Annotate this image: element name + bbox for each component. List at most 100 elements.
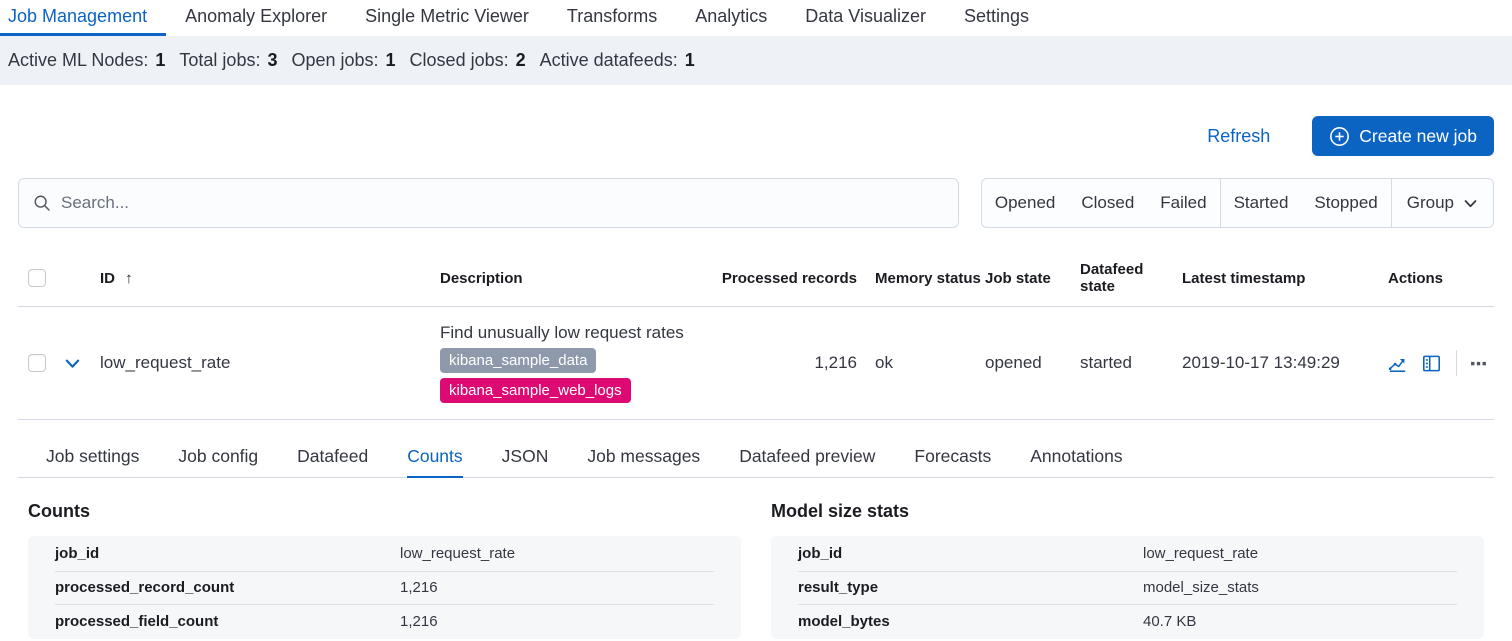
filter-stopped-button[interactable]: Stopped (1301, 179, 1390, 227)
counts-panel: job_id low_request_rate processed_record… (28, 536, 741, 639)
more-actions-button[interactable] (1470, 355, 1487, 372)
create-new-job-button[interactable]: Create new job (1312, 116, 1494, 156)
counts-row-job-id: job_id low_request_rate (55, 537, 714, 571)
stat-label: Closed jobs: (409, 50, 509, 70)
column-header-description: Description (440, 269, 523, 287)
filter-divider (1219, 179, 1221, 227)
job-filter-group: Opened Closed Failed Started Stopped Gro… (980, 178, 1494, 228)
column-header-actions: Actions (1388, 269, 1444, 287)
column-header-memory-status: Memory status (875, 269, 981, 287)
stat-closed-jobs: Closed jobs: 2 (410, 50, 526, 71)
kv-value: model_size_stats (1143, 579, 1259, 597)
tab-annotations[interactable]: Annotations (1030, 445, 1123, 466)
job-state-cell: opened (985, 353, 1042, 372)
refresh-button[interactable]: Refresh (1207, 125, 1271, 146)
stat-open-jobs: Open jobs: 1 (291, 50, 395, 71)
group-badge-kibana-sample-web-logs[interactable]: kibana_sample_web_logs (440, 378, 631, 403)
counts-column: Counts job_id low_request_rate processed… (28, 501, 741, 639)
search-filter-row: Opened Closed Failed Started Stopped Gro… (18, 178, 1494, 228)
nav-tab-analytics[interactable]: Analytics (695, 6, 768, 26)
processed-records-cell: 1,216 (814, 353, 857, 372)
nav-tab-data-visualizer[interactable]: Data Visualizer (805, 6, 926, 26)
metric-chart-icon (1388, 358, 1406, 372)
nav-tab-settings[interactable]: Settings (964, 6, 1030, 26)
group-filter-dropdown[interactable]: Group (1392, 179, 1493, 227)
stat-value: 1 (155, 50, 166, 70)
kv-key: result_type (798, 579, 879, 597)
open-in-anomaly-explorer-button[interactable] (1422, 354, 1441, 373)
model-size-stats-panel: job_id low_request_rate result_type mode… (771, 536, 1484, 639)
memory-status-cell: ok (875, 353, 893, 372)
model-row-result-type: result_type model_size_stats (798, 570, 1457, 605)
kv-value: low_request_rate (1143, 545, 1259, 563)
tab-forecasts[interactable]: Forecasts (914, 445, 992, 466)
jobs-table-header: ID ↑ Description Processed records Memor… (18, 250, 1494, 307)
tab-job-settings[interactable]: Job settings (46, 445, 140, 466)
stat-label: Active ML Nodes: (8, 50, 149, 70)
latest-timestamp-cell: 2019-10-17 13:49:29 (1182, 353, 1340, 372)
model-row-model-bytes: model_bytes 40.7 KB (798, 604, 1457, 638)
stat-active-datafeeds: Active datafeeds: 1 (540, 50, 695, 71)
column-header-latest-timestamp: Latest timestamp (1182, 269, 1306, 287)
kv-value: 1,216 (400, 579, 438, 597)
tab-json[interactable]: JSON (501, 445, 549, 466)
nav-tab-job-management[interactable]: Job Management (0, 0, 167, 36)
search-icon (34, 195, 50, 211)
filter-opened-button[interactable]: Opened (982, 179, 1068, 227)
column-header-id[interactable]: ID ↑ (100, 270, 440, 287)
column-header-datafeed-state: Datafeed state (1080, 261, 1144, 295)
create-new-job-label: Create new job (1359, 125, 1477, 146)
job-search-box (18, 178, 959, 228)
nav-tab-single-metric-viewer[interactable]: Single Metric Viewer (365, 6, 529, 26)
model-size-stats-title: Model size stats (771, 501, 910, 521)
counts-title: Counts (28, 501, 90, 521)
job-description-text: Find unusually low request rates (440, 323, 684, 342)
ml-top-nav: Job Management Anomaly Explorer Single M… (0, 0, 1512, 36)
stat-label: Open jobs: (291, 50, 379, 70)
stat-label: Total jobs: (179, 50, 261, 70)
filter-failed-button[interactable]: Failed (1147, 179, 1219, 227)
kv-value: low_request_rate (400, 545, 516, 563)
row-checkbox[interactable] (28, 354, 46, 372)
ml-stats-bar: Active ML Nodes: 1 Total jobs: 3 Open jo… (0, 36, 1512, 85)
filter-closed-button[interactable]: Closed (1068, 179, 1147, 227)
stat-label: Active datafeeds: (539, 50, 678, 70)
tab-datafeed[interactable]: Datafeed (297, 445, 369, 466)
chevron-down-icon (1464, 199, 1477, 207)
kv-key: job_id (55, 545, 100, 563)
counts-panels-section: Counts job_id low_request_rate processed… (18, 501, 1494, 639)
stat-value: 2 (515, 50, 526, 70)
job-id-cell: low_request_rate (100, 353, 231, 372)
open-in-single-metric-viewer-button[interactable] (1388, 354, 1407, 373)
stat-value: 1 (385, 50, 396, 70)
group-badge-kibana-sample-data[interactable]: kibana_sample_data (440, 348, 597, 373)
nav-tab-anomaly-explorer[interactable]: Anomaly Explorer (185, 6, 328, 26)
chevron-down-icon (65, 359, 80, 368)
job-detail-tabs: Job settings Job config Datafeed Counts … (18, 435, 1494, 478)
tab-job-config[interactable]: Job config (178, 445, 259, 466)
row-expand-toggle[interactable] (64, 355, 81, 372)
tab-counts[interactable]: Counts (407, 435, 464, 478)
stat-active-ml-nodes: Active ML Nodes: 1 (8, 50, 165, 71)
actions-cell (1370, 350, 1494, 376)
id-header-label: ID (100, 269, 115, 287)
model-size-column: Model size stats job_id low_request_rate… (771, 501, 1484, 639)
datafeed-state-cell: started (1080, 353, 1132, 372)
tab-job-messages[interactable]: Job messages (587, 445, 701, 466)
column-header-processed-records: Processed records (721, 269, 857, 287)
nav-tab-transforms[interactable]: Transforms (566, 6, 658, 26)
filter-started-button[interactable]: Started (1221, 179, 1302, 227)
stat-total-jobs: Total jobs: 3 (179, 50, 277, 71)
search-input[interactable] (61, 193, 944, 213)
kv-value: 40.7 KB (1143, 612, 1197, 630)
boxes-horizontal-icon (1471, 361, 1486, 365)
plus-circle-icon (1330, 126, 1350, 146)
sort-ascending-icon: ↑ (125, 269, 133, 287)
column-header-job-state: Job state (985, 269, 1051, 287)
kv-key: model_bytes (798, 612, 890, 630)
model-row-job-id: job_id low_request_rate (798, 537, 1457, 571)
select-all-checkbox[interactable] (28, 269, 46, 287)
tab-datafeed-preview[interactable]: Datafeed preview (739, 445, 876, 466)
explorer-layout-icon (1423, 355, 1440, 371)
counts-row-processed-record-count: processed_record_count 1,216 (55, 570, 714, 605)
